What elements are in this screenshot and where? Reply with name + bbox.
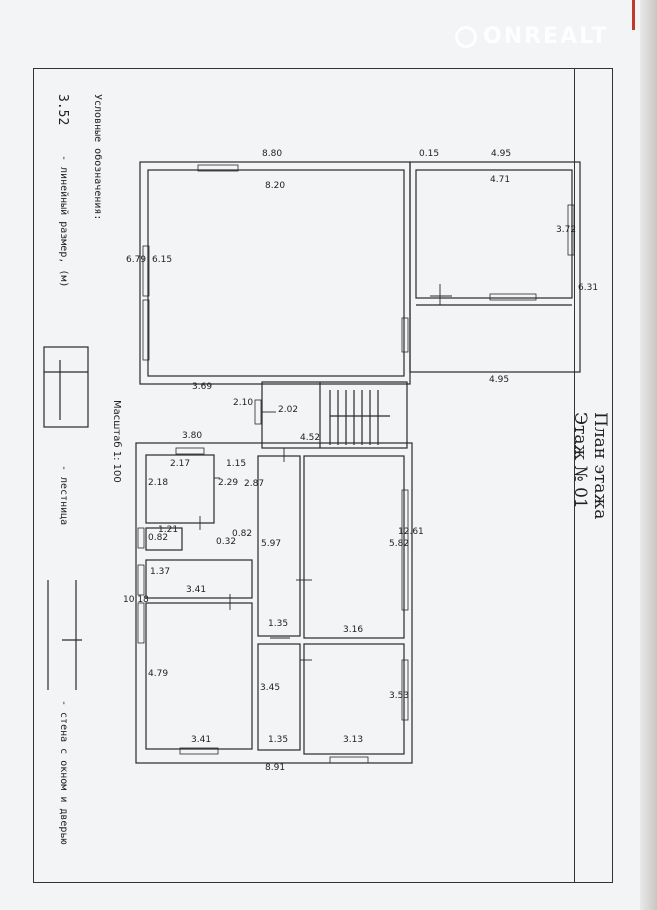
wall-hall: [257, 455, 301, 637]
wall-large-room: [139, 161, 411, 385]
watermark-text: ONREALT: [483, 24, 609, 49]
drawing-frame: [33, 68, 613, 883]
windows: [137, 164, 575, 764]
wall-room-small: [145, 454, 215, 524]
wall-room-narrow: [257, 643, 301, 751]
dim-2-10: 2.10: [233, 398, 253, 408]
red-edge-mark: [632, 0, 635, 30]
dim-0-32: 0.32: [216, 537, 236, 547]
dim-4-79: 4.79: [148, 669, 168, 679]
door-marks: [199, 284, 452, 661]
dim-4-52: 4.52: [300, 433, 320, 443]
dim-1-35-a: 1.35: [268, 619, 288, 629]
dim-3-41-b: 3.41: [191, 735, 211, 745]
wall-stair-hall: [261, 381, 408, 449]
wall-right-room: [415, 169, 573, 299]
dim-10-18: 10.18: [123, 595, 149, 605]
dim-3-53: 3.53: [389, 691, 409, 701]
dim-6-79: 6.79: [126, 255, 146, 265]
wall-room-right-mid: [303, 455, 405, 639]
wall-room-wc: [145, 527, 183, 551]
dim-0-82-b: 0.82: [232, 529, 252, 539]
dim-4-95-top: 4.95: [491, 149, 511, 159]
dim-8-91: 8.91: [265, 763, 285, 773]
dim-1-35-b: 1.35: [268, 735, 288, 745]
wall-right-block: [409, 161, 581, 373]
dim-8-20: 8.20: [265, 181, 285, 191]
dim-3-16: 3.16: [343, 625, 363, 635]
wall-corridor: [145, 559, 253, 599]
dim-0-15: 0.15: [419, 149, 439, 159]
wall-room-right-bottom: [303, 643, 405, 755]
dim-3-72: 3.72: [556, 225, 576, 235]
wall-large-room-inner: [147, 169, 405, 377]
wall-lower-block: [135, 442, 413, 764]
dim-4-95-bottom: 4.95: [489, 375, 509, 385]
dim-5-82: 5.82: [389, 539, 409, 549]
dimension-labels: 8.80 8.20 0.15 4.95 4.71 3.72 6.31 4.95 …: [123, 149, 598, 773]
dim-8-80: 8.80: [262, 149, 282, 159]
dim-1-15: 1.15: [226, 459, 246, 469]
dim-2-87: 2.87: [244, 479, 264, 489]
title-strip: [574, 68, 613, 883]
watermark-logo-icon: [455, 26, 477, 48]
dim-3-13: 3.13: [343, 735, 363, 745]
dim-6-31: 6.31: [578, 283, 598, 293]
dim-2-29: 2.29: [218, 478, 238, 488]
walls: [43, 161, 581, 764]
paper-edge: [640, 0, 657, 910]
dim-3-80: 3.80: [182, 431, 202, 441]
dim-12-61: 12.61: [398, 527, 424, 537]
dim-0-82-a: 0.82: [148, 533, 168, 543]
stairs: [329, 390, 390, 445]
wall-room-bottom-left: [145, 602, 253, 750]
dim-5-97: 5.97: [261, 539, 281, 549]
dim-4-71: 4.71: [490, 175, 510, 185]
paper-sheet: [0, 0, 640, 910]
dim-3-69: 3.69: [192, 382, 212, 392]
dim-3-45: 3.45: [260, 683, 280, 693]
dim-2-02: 2.02: [278, 405, 298, 415]
dim-2-17: 2.17: [170, 459, 190, 469]
dim-6-15: 6.15: [152, 255, 172, 265]
dim-1-37: 1.37: [150, 567, 170, 577]
dim-2-18: 2.18: [148, 478, 168, 488]
dim-3-41-a: 3.41: [186, 585, 206, 595]
dim-1-21: 1.21: [158, 525, 178, 535]
legend-stairs-symbol: [43, 346, 89, 428]
